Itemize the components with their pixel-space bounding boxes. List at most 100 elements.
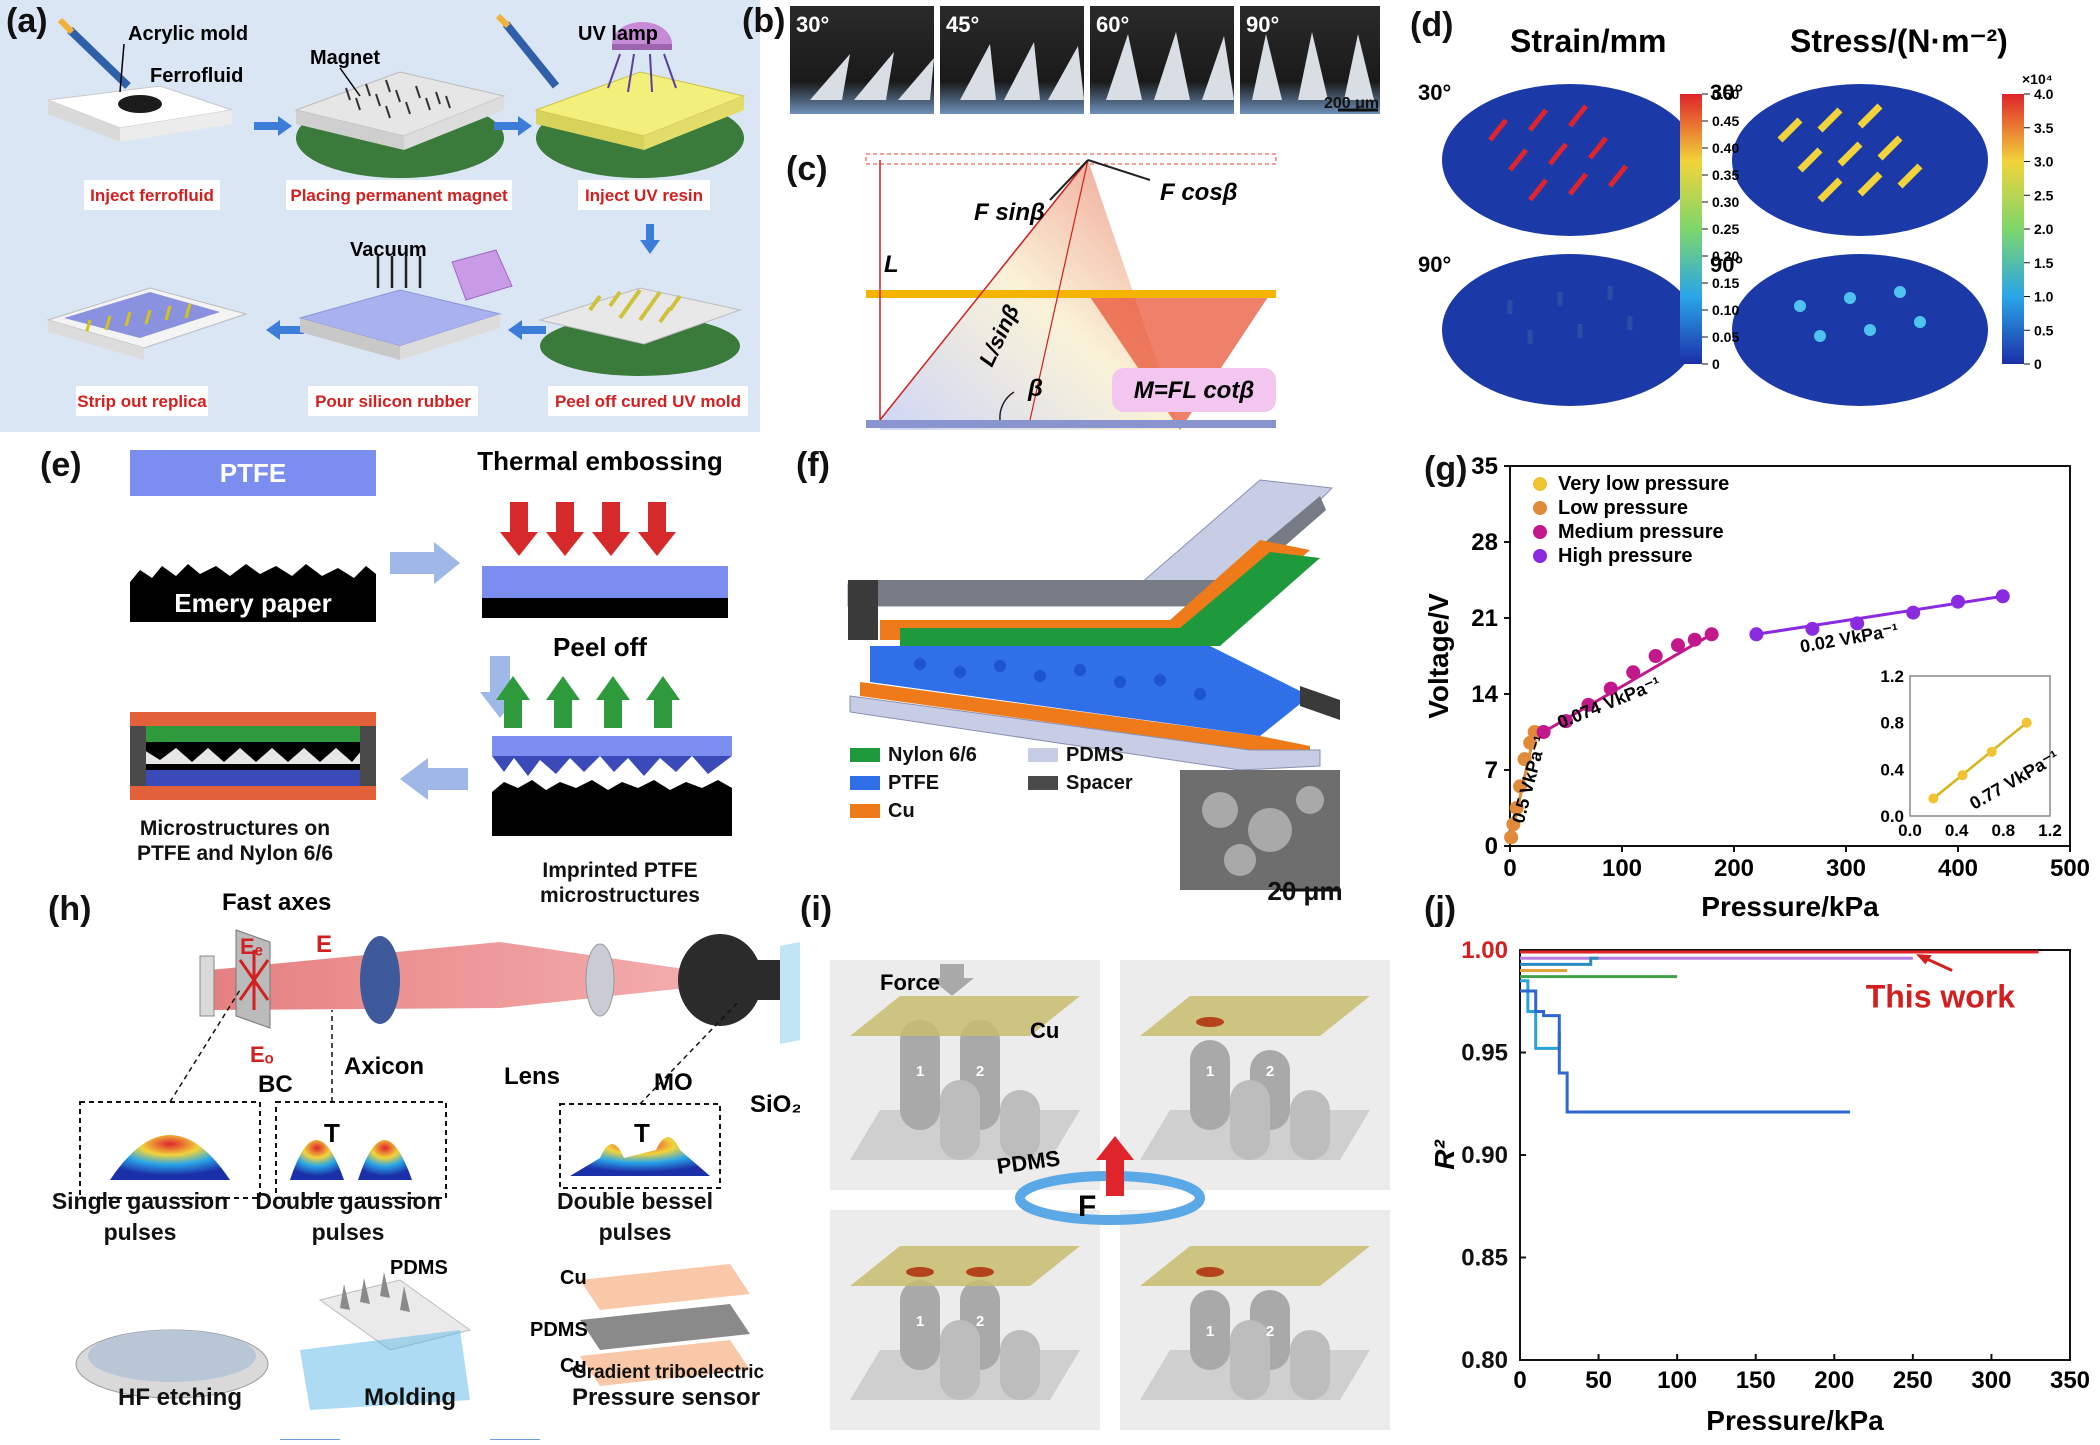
step-pressure-sensor: Pressure sensor	[571, 1384, 761, 1411]
svg-text:Eₒ: Eₒ	[250, 1042, 274, 1067]
x-tick-label: 50	[1585, 1367, 1612, 1394]
panel-d: Strain/mm Stress/(N·m⁻²) 30° 90° 30°	[1410, 0, 2100, 420]
y-tick-label: 14	[1471, 681, 1498, 708]
svg-text:F sinβ: F sinβ	[974, 199, 1045, 226]
svg-text:β: β	[1027, 375, 1043, 402]
svg-text:Cu: Cu	[560, 1267, 587, 1289]
y-tick-label: 0.95	[1461, 1040, 1508, 1067]
y-axis-label: R²	[1429, 1140, 1460, 1170]
inset-x-tick-label: 1.2	[2038, 821, 2062, 840]
this-work-annotation: This work	[1866, 978, 2016, 1014]
svg-text:1: 1	[1206, 1323, 1214, 1340]
inset-x-tick-label: 0.0	[1898, 821, 1922, 840]
svg-text:Cu: Cu	[560, 1355, 587, 1377]
svg-text:Peel off: Peel off	[553, 632, 647, 662]
fit-line	[1542, 632, 1713, 734]
svg-text:2: 2	[1266, 1323, 1274, 1340]
strain-tick-label: 0.25	[1712, 221, 1739, 237]
panel-label-e: (e)	[40, 446, 82, 484]
svg-text:F: F	[1078, 1190, 1096, 1223]
svg-text:Strip out replica: Strip out replica	[77, 392, 207, 411]
stress-tick-label: 0	[2034, 356, 2042, 372]
data-point	[1671, 638, 1685, 653]
plot-frame	[1509, 465, 2071, 847]
legend-label: Low pressure	[1558, 497, 1688, 519]
svg-text:Axicon: Axicon	[344, 1053, 424, 1080]
panel-label-f: (f)	[796, 446, 830, 484]
y-tick-label: 7	[1485, 757, 1498, 784]
y-tick-label: 35	[1471, 453, 1498, 480]
step-gradient-triboelectric: Gradient triboelectric	[571, 1362, 765, 1383]
svg-text:Ferrofluid: Ferrofluid	[150, 65, 243, 87]
stress-tick-label: 1.0	[2034, 289, 2054, 305]
data-point	[1509, 801, 1524, 815]
stage-pour-silicon: Vacuum	[298, 239, 513, 360]
caption-microstructures: Microstructures on PTFE and Nylon 6/6	[136, 817, 334, 865]
legend-marker	[1533, 501, 1547, 515]
strain-tick-label: 0.45	[1712, 113, 1739, 129]
svg-text:Inject ferrofluid: Inject ferrofluid	[90, 186, 214, 205]
data-point	[1506, 817, 1521, 832]
y-tick-label: 0.90	[1461, 1142, 1508, 1169]
strain-tick-label: 0.15	[1712, 275, 1739, 291]
y-tick-label: 0.80	[1461, 1347, 1508, 1374]
svg-text:Cu: Cu	[1030, 1018, 1059, 1043]
svg-text:Force: Force	[880, 970, 940, 995]
sem-scale-bar-label: 20 μm	[1267, 876, 1343, 906]
moment-equation: M=FL cotβ	[1134, 377, 1255, 404]
svg-text:L: L	[884, 251, 899, 278]
panel-h: Fast axes Eₑ E Eₒ BC Axicon Lens MO SiO₂…	[40, 880, 802, 1441]
inset-y-tick-label: 0.4	[1880, 760, 1904, 779]
svg-text:90°: 90°	[1710, 252, 1743, 277]
svg-text:Vacuum: Vacuum	[350, 239, 427, 261]
x-tick-label: 300	[1971, 1367, 2011, 1394]
y-tick-label: 28	[1471, 529, 1498, 556]
svg-text:Lens: Lens	[504, 1063, 560, 1090]
svg-text:Strain/mm: Strain/mm	[1510, 23, 1666, 59]
panel-label-h: (h)	[48, 890, 92, 928]
strain-tick-label: 0.40	[1712, 140, 1739, 156]
inset-y-tick-label: 1.2	[1880, 667, 1904, 686]
strain-colorbar	[1680, 94, 1702, 364]
svg-text:PDMS: PDMS	[390, 1257, 448, 1279]
data-point	[1517, 752, 1532, 767]
svg-text:UV lamp: UV lamp	[578, 23, 658, 45]
svg-text:1: 1	[1206, 1063, 1214, 1080]
stage-inject-uv-resin: UV lamp	[495, 13, 746, 178]
svg-text:Thermal embossing: Thermal embossing	[477, 446, 723, 476]
data-point	[1951, 594, 1965, 609]
stage-peel-off	[538, 287, 742, 376]
force-diagram: F sinβ F cosβ L L/sinβ β M=FL cotβ	[865, 153, 1277, 430]
stage-inject-ferrofluid: Acrylic mold Ferrofluid	[47, 17, 248, 142]
data-point	[1504, 830, 1519, 845]
x-tick-label: 200	[1814, 1367, 1854, 1394]
x-tick-label: 0	[1503, 855, 1516, 882]
caption-single-gaussian: Single gaussion pulses	[51, 1188, 229, 1245]
panel-label-b: (b)	[742, 2, 786, 40]
annotation-arrowhead	[1916, 954, 1932, 965]
svg-text:2: 2	[976, 1313, 984, 1330]
stress-tick-label: 2.0	[2034, 221, 2054, 237]
scale-bar-label: 200 μm	[1324, 95, 1379, 112]
svg-text:90°: 90°	[1246, 12, 1279, 37]
svg-text:1: 1	[916, 1063, 924, 1080]
stress-tick-label: 4.0	[2034, 86, 2054, 102]
x-tick-label: 350	[2050, 1367, 2090, 1394]
legend-marker	[1533, 477, 1547, 491]
data-point	[1559, 714, 1573, 729]
svg-text:Inject UV resin: Inject UV resin	[585, 186, 703, 205]
pillar-quadrant-3	[850, 1246, 1080, 1400]
pillar-quadrant-4	[1140, 1246, 1370, 1400]
series-line	[1520, 956, 1599, 966]
panel-i: Force Cu PDMS F 1 2 1 2 1 2 1 2	[830, 960, 1390, 1430]
data-point	[1581, 697, 1596, 712]
panel-f	[840, 450, 1350, 910]
x-tick-label: 250	[1893, 1367, 1933, 1394]
panel-label-a: (a)	[6, 2, 48, 40]
svg-text:90°: 90°	[1418, 252, 1451, 277]
inset-y-tick-label: 0.8	[1880, 714, 1904, 733]
svg-text:BC: BC	[258, 1071, 293, 1098]
x-axis-label: Pressure/kPa	[1701, 891, 1879, 922]
data-point	[1648, 649, 1663, 663]
